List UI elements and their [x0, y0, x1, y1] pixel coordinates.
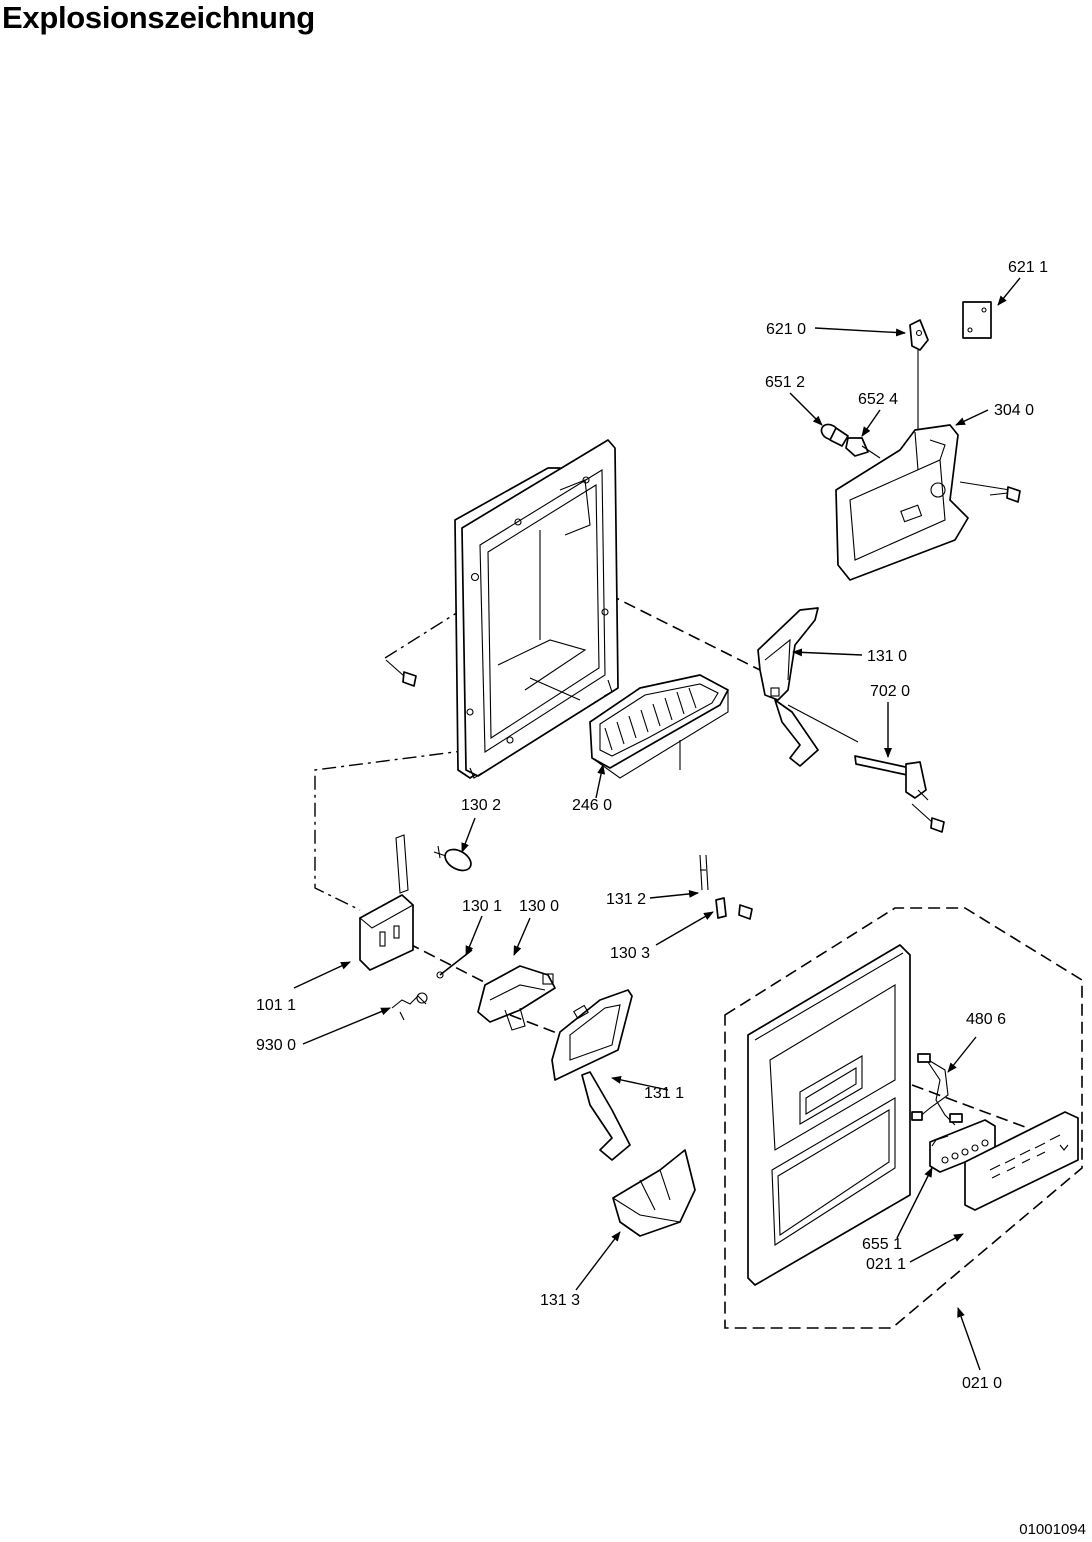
part-shaft-7020	[854, 755, 929, 801]
callout-1313: 131 3	[540, 1292, 580, 1309]
part-dispenser-frame	[454, 439, 619, 779]
callout-1011: 101 1	[256, 997, 296, 1014]
part-spring-9300	[391, 992, 428, 1021]
part-solenoid-1302	[433, 845, 472, 872]
callout-1312: 131 2	[606, 891, 646, 908]
callout-2460: 246 0	[572, 797, 612, 814]
part-overlay-0211	[964, 1111, 1079, 1211]
callout-3040: 304 0	[994, 402, 1034, 419]
screw-icon	[385, 659, 417, 687]
callout-7020: 702 0	[870, 683, 910, 700]
page-title: Explosionszeichnung	[2, 0, 315, 35]
part-housing-304	[835, 424, 969, 581]
callout-4806: 480 6	[966, 1011, 1006, 1028]
assembly-boundary-0210	[724, 907, 1083, 1329]
callout-6211: 621 1	[1008, 259, 1048, 276]
callout-6512: 651 2	[765, 374, 805, 391]
callout-6551: 655 1	[862, 1236, 902, 1253]
part-socket-6524	[845, 437, 881, 459]
callout-9300: 930 0	[256, 1037, 296, 1054]
part-grille-2460	[589, 674, 729, 779]
part-plate-6211	[962, 301, 992, 339]
part-clip-6210	[909, 319, 929, 351]
callout-6210: 621 0	[766, 321, 806, 338]
callout-1302: 130 2	[461, 797, 501, 814]
leader-arrows	[293, 277, 1021, 1371]
screw-icon	[911, 803, 945, 833]
callout-6524: 652 4	[858, 391, 898, 408]
part-bracket-1300	[477, 965, 556, 1031]
part-lever-1310	[757, 607, 819, 767]
callout-0210: 021 0	[962, 1375, 1002, 1392]
part-front-panel	[747, 944, 911, 1286]
callout-labels: 621 1 621 0 651 2 652 4 304 0 131 0 702 …	[256, 259, 1048, 1392]
part-lever-1311	[551, 989, 633, 1161]
part-wire-1312	[699, 854, 709, 891]
callout-0211: 021 1	[866, 1256, 906, 1273]
part-chute-1313	[612, 1149, 696, 1237]
drawing-number: 01001094	[1019, 1521, 1086, 1538]
callout-1301: 130 1	[462, 898, 502, 915]
callout-1300: 130 0	[519, 898, 559, 915]
screw-icon	[738, 904, 753, 920]
part-lamp-6512	[820, 423, 849, 447]
callout-1311: 131 1	[644, 1085, 684, 1102]
callout-1310: 131 0	[867, 648, 907, 665]
callout-1303: 130 3	[610, 945, 650, 962]
screw-icon	[989, 486, 1021, 503]
part-block-1011	[359, 834, 414, 971]
part-clip-1303	[715, 897, 727, 919]
part-harness-4806	[911, 1053, 963, 1126]
